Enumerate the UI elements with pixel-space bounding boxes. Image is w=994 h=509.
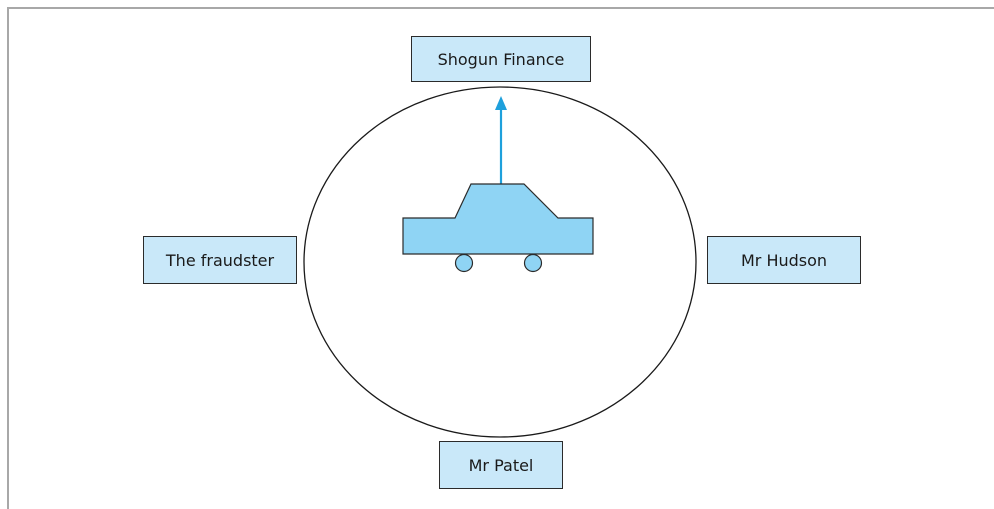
- mr-hudson-label: Mr Hudson: [740, 250, 828, 270]
- car-wheel-rear: [523, 253, 543, 273]
- car-wheel-front: [454, 253, 474, 273]
- fraudster-box: The fraudster: [143, 236, 297, 284]
- mr-patel-label: Mr Patel: [468, 455, 534, 475]
- mr-patel-box: Mr Patel: [439, 441, 563, 489]
- frame-top-border: [7, 7, 994, 9]
- frame-left-border: [7, 7, 9, 509]
- transaction-circle: [303, 86, 697, 438]
- arrow-up-icon: [495, 96, 507, 184]
- fraudster-label: The fraudster: [165, 250, 275, 270]
- shogun-finance-box: Shogun Finance: [411, 36, 591, 82]
- shogun-finance-label: Shogun Finance: [437, 49, 565, 69]
- car-icon: [402, 183, 594, 273]
- mr-hudson-box: Mr Hudson: [707, 236, 861, 284]
